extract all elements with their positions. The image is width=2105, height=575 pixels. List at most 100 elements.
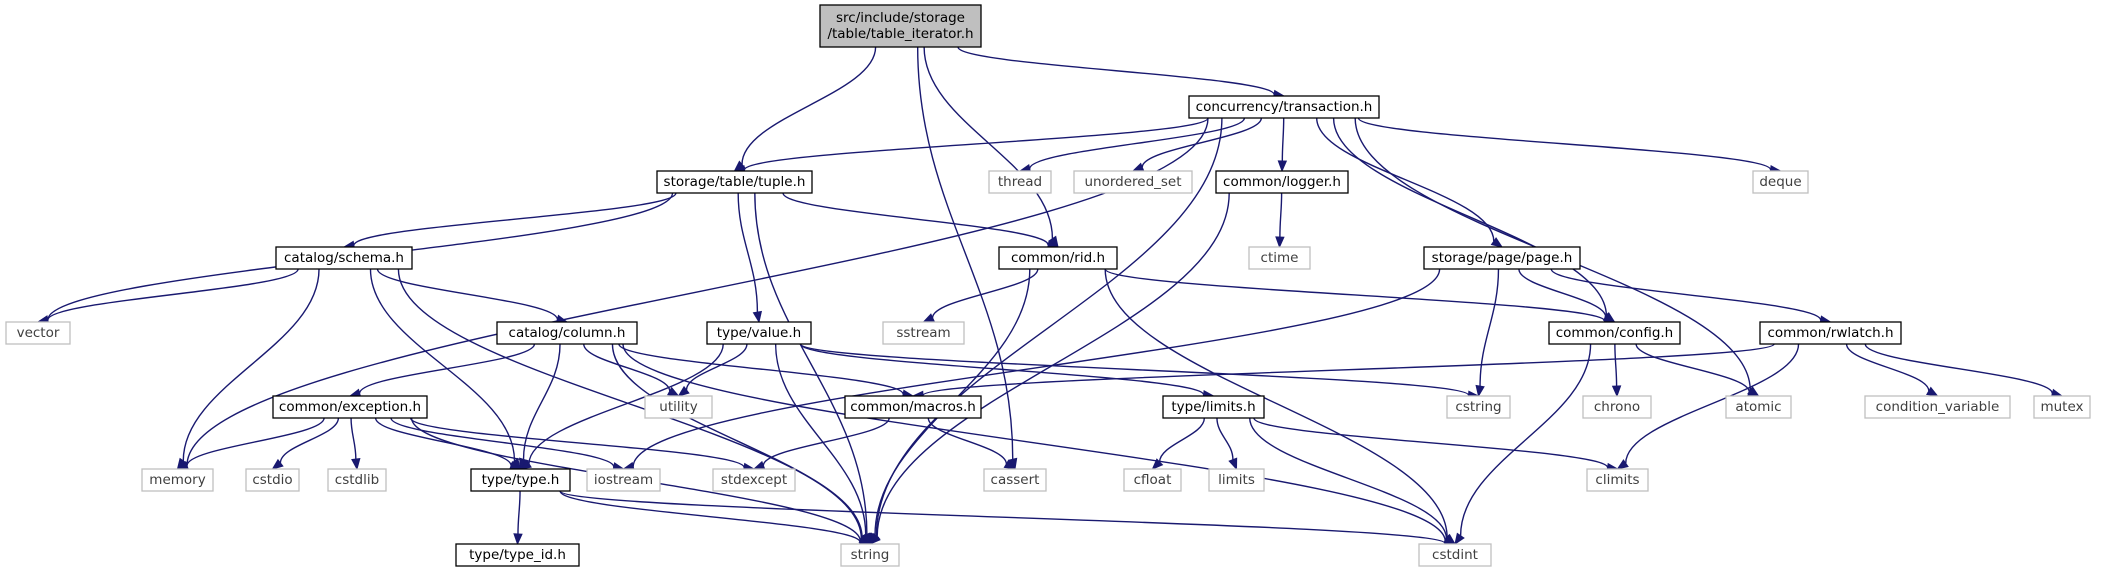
edge-root-to-rid (923, 46, 1059, 249)
node-label: common/config.h (1556, 325, 1674, 341)
edge-exception-to-cstdio (271, 417, 340, 470)
edge-transaction-to-thread (1018, 117, 1246, 174)
edge-transaction-to-unordered_set (1131, 117, 1263, 172)
node-limits: limits (1208, 468, 1265, 492)
edge-exception-to-stdexcept (409, 417, 756, 473)
node-utility: utility (644, 395, 713, 419)
edge-config-to-chrono (1611, 343, 1622, 398)
edge-logger-to-ctime (1275, 192, 1285, 249)
node-label: catalog/column.h (509, 325, 626, 341)
node-memory: memory (141, 468, 214, 492)
node-label: sstream (896, 325, 950, 341)
node-cstdlib: cstdlib (327, 468, 387, 492)
node-deque: deque (1752, 170, 1809, 194)
node-label: condition_variable (1876, 399, 2000, 415)
node-type-id[interactable]: type/type_id.h (455, 543, 580, 567)
node-rid[interactable]: common/rid.h (998, 246, 1118, 270)
edge-rwlatch-to-climits (1616, 343, 1800, 470)
edge-page-to-iostream (622, 268, 1441, 472)
node-label: utility (659, 399, 697, 415)
node-label: deque (1759, 174, 1801, 190)
node-label: cstdio (252, 472, 292, 488)
edge-column-to-utility (583, 343, 680, 397)
node-logger[interactable]: common/logger.h (1215, 170, 1349, 194)
node-label: type/limits.h (1171, 399, 1255, 415)
node-unordered-set: unordered_set (1073, 170, 1193, 194)
edge-value-to-utility (677, 343, 748, 397)
edge-macros-to-cassert (927, 417, 1017, 470)
node-layer: src/include/storage/table/table_iterator… (5, 4, 2091, 567)
edge-limits_h-to-limits (1216, 417, 1238, 471)
node-label: common/rwlatch.h (1767, 325, 1893, 341)
node-label: vector (17, 325, 60, 341)
node-label: cassert (991, 472, 1040, 488)
node-label: limits (1218, 472, 1255, 488)
node-thread: thread (988, 170, 1052, 194)
edge-schema-to-vector (36, 268, 299, 325)
node-string: string (840, 543, 900, 567)
edge-type_h-to-type_id (513, 490, 523, 546)
node-label: common/logger.h (1223, 174, 1341, 190)
node-rwlatch[interactable]: common/rwlatch.h (1759, 321, 1902, 345)
node-value[interactable]: type/value.h (706, 321, 812, 345)
node-label: cstdint (1432, 547, 1478, 563)
node-vector: vector (5, 321, 71, 345)
node-cstdio: cstdio (245, 468, 300, 492)
node-iostream: iostream (586, 468, 661, 492)
node-label: chrono (1594, 399, 1640, 415)
node-sstream: sstream (882, 321, 965, 345)
edge-root-to-transaction (957, 46, 1286, 100)
edge-tuple-to-schema (342, 192, 677, 250)
node-label: ctime (1261, 250, 1299, 266)
edge-type_h-to-cstdint (559, 490, 1457, 549)
node-label: type/value.h (717, 325, 801, 341)
node-label: stdexcept (721, 472, 787, 488)
edge-page-to-cstring (1475, 268, 1500, 398)
edge-limits_h-to-cfloat (1151, 417, 1206, 470)
edge-macros-to-stdexcept (752, 417, 890, 470)
node-label: common/macros.h (850, 399, 976, 415)
edge-tuple-to-value (737, 192, 763, 324)
node-label: common/rid.h (1011, 250, 1105, 266)
edge-transaction-to-deque (1357, 117, 1782, 175)
node-cfloat: cfloat (1123, 468, 1182, 492)
node-type-h[interactable]: type/type.h (470, 468, 571, 492)
node-label: cstdlib (335, 472, 379, 488)
node-chrono: chrono (1582, 395, 1652, 419)
node-climits: climits (1586, 468, 1649, 492)
node-mutex: mutex (2033, 395, 2091, 419)
node-label: thread (998, 174, 1042, 190)
node-label: common/exception.h (279, 399, 421, 415)
node-exception[interactable]: common/exception.h (272, 395, 428, 419)
edge-page-to-config (1518, 268, 1616, 323)
node-label: atomic (1735, 399, 1781, 415)
node-limits-h[interactable]: type/limits.h (1162, 395, 1265, 419)
node-column[interactable]: catalog/column.h (496, 321, 638, 345)
node-transaction[interactable]: concurrency/transaction.h (1188, 95, 1380, 119)
node-label: memory (149, 472, 205, 488)
node-cstdint: cstdint (1418, 543, 1492, 567)
node-cassert: cassert (983, 468, 1047, 492)
node-tuple[interactable]: storage/table/tuple.h (656, 170, 813, 194)
node-macros[interactable]: common/macros.h (844, 395, 982, 419)
edge-transaction-to-logger (1277, 117, 1288, 173)
node-label: string (851, 547, 890, 563)
node-schema[interactable]: catalog/schema.h (275, 246, 413, 270)
edge-column-to-cstdint (622, 343, 1457, 547)
edge-exception-to-type_h (374, 417, 522, 470)
edge-schema-to-memory (176, 268, 320, 471)
edge-config-to-cstdint (1454, 343, 1592, 546)
node-config[interactable]: common/config.h (1548, 321, 1681, 345)
edge-column-to-exception (348, 343, 536, 398)
edge-rwlatch-to-condition_variable (1845, 343, 1939, 397)
node-root[interactable]: src/include/storage/table/table_iterator… (819, 4, 982, 48)
node-label: iostream (594, 472, 653, 488)
edge-column-to-string (611, 343, 872, 545)
node-page[interactable]: storage/page/page.h (1423, 246, 1581, 270)
node-cstring: cstring (1446, 395, 1511, 419)
node-label: unordered_set (1084, 174, 1181, 190)
node-condition-variable: condition_variable (1864, 395, 2011, 419)
node-label: storage/page/page.h (1432, 250, 1573, 266)
node-label: src/include/storage (836, 10, 965, 26)
node-atomic: atomic (1725, 395, 1792, 419)
